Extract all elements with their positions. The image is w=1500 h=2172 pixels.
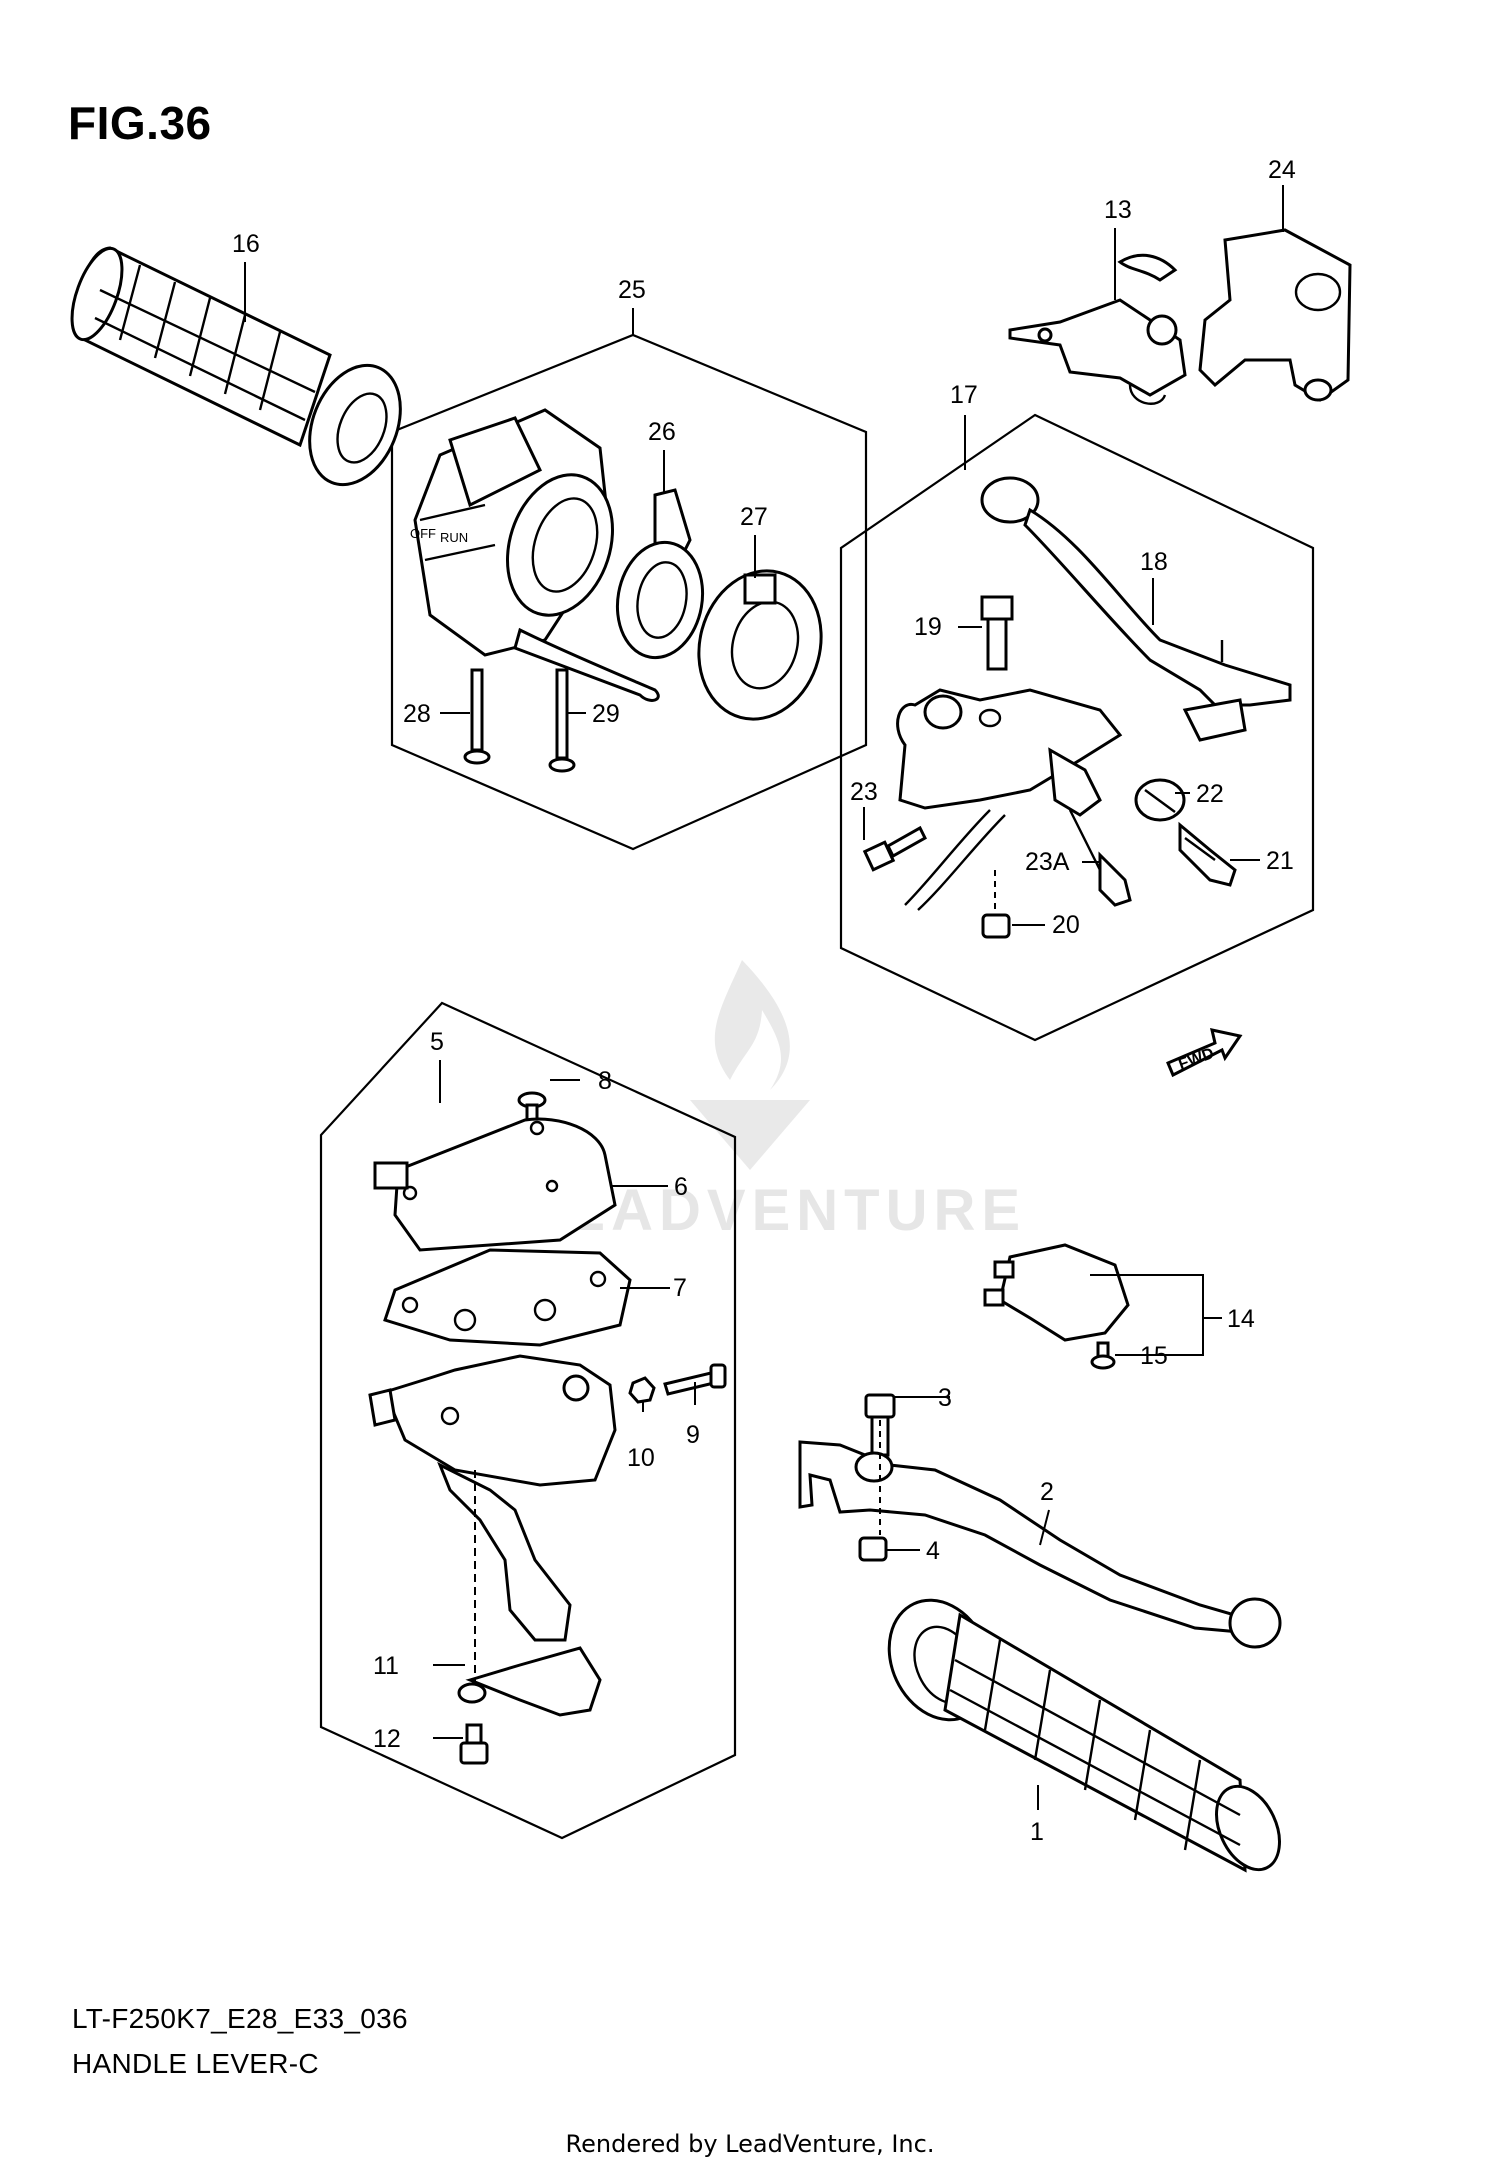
callout-5: 5 bbox=[430, 1028, 444, 1056]
callout-13: 13 bbox=[1104, 196, 1132, 224]
part-23a-cable[interactable] bbox=[904, 809, 1006, 911]
callout-labels: 16 25 26 27 28 29 13 24 17 18 19 22 21 2… bbox=[232, 156, 1296, 1846]
part-16-grip[interactable] bbox=[62, 242, 417, 498]
callout-7: 7 bbox=[673, 1274, 687, 1302]
callout-4: 4 bbox=[926, 1537, 940, 1565]
part-13-bracket[interactable] bbox=[1008, 253, 1187, 405]
part-11-bracket[interactable] bbox=[457, 1682, 487, 1704]
callout-15: 15 bbox=[1140, 1342, 1168, 1370]
rendered-by-credit: Rendered by LeadVenture, Inc. bbox=[565, 2130, 935, 2158]
part-14-switch[interactable] bbox=[983, 1243, 1130, 1342]
callout-23: 23 bbox=[850, 778, 878, 806]
part-10-nut[interactable] bbox=[628, 1376, 656, 1404]
part-29-screw[interactable] bbox=[548, 668, 576, 773]
callout-27: 27 bbox=[740, 503, 768, 531]
figure-title: FIG.36 bbox=[68, 97, 212, 149]
part-2-clutch-lever[interactable] bbox=[798, 1440, 1282, 1649]
callout-24: 24 bbox=[1268, 156, 1296, 184]
part-20-nut[interactable] bbox=[981, 913, 1011, 939]
group-box-5 bbox=[319, 1001, 737, 1840]
callout-9: 9 bbox=[686, 1421, 700, 1449]
callout-20: 20 bbox=[1052, 911, 1080, 939]
fwd-label: FWD bbox=[1176, 1045, 1216, 1073]
model-code: LT-F250K7_E28_E33_036 bbox=[72, 2003, 408, 2034]
callout-3: 3 bbox=[938, 1384, 952, 1412]
callout-10: 10 bbox=[627, 1444, 655, 1472]
part-9-bolt[interactable] bbox=[663, 1363, 727, 1396]
leader-lines bbox=[244, 185, 1284, 1810]
part-25-switch-assembly[interactable]: OFF RUN bbox=[410, 408, 660, 702]
fwd-arrow-icon: FWD bbox=[1166, 1028, 1243, 1078]
part-28-screw[interactable] bbox=[463, 668, 491, 765]
callout-17: 17 bbox=[950, 381, 978, 409]
callout-21: 21 bbox=[1266, 847, 1294, 875]
part-21-switch[interactable] bbox=[1178, 821, 1237, 887]
callout-11: 11 bbox=[373, 1652, 399, 1680]
group-box-17 bbox=[839, 413, 1315, 1042]
callout-29: 29 bbox=[592, 700, 620, 728]
callout-18: 18 bbox=[1140, 548, 1168, 576]
callout-19: 19 bbox=[914, 613, 942, 641]
callout-16: 16 bbox=[232, 230, 260, 258]
figure-name: HANDLE LEVER-C bbox=[72, 2048, 319, 2079]
callout-1: 1 bbox=[1030, 1818, 1044, 1846]
callout-14: 14 bbox=[1227, 1305, 1255, 1333]
callout-25: 25 bbox=[618, 276, 646, 304]
part-23-bolt[interactable] bbox=[862, 825, 927, 872]
part-master-cylinder-body[interactable] bbox=[368, 1354, 617, 1717]
part-6-reservoir-cap[interactable] bbox=[373, 1117, 617, 1252]
part-7-gasket[interactable] bbox=[383, 1248, 632, 1347]
part-26-throttle-lever[interactable] bbox=[609, 488, 712, 664]
callout-23a: 23A bbox=[1025, 848, 1070, 876]
part-12-bolt[interactable] bbox=[459, 1723, 489, 1765]
callout-22: 22 bbox=[1196, 780, 1224, 808]
part-lever-bracket[interactable] bbox=[896, 688, 1132, 907]
callout-12: 12 bbox=[373, 1725, 401, 1753]
callout-8: 8 bbox=[598, 1067, 612, 1095]
callout-26: 26 bbox=[648, 418, 676, 446]
callout-6: 6 bbox=[674, 1173, 688, 1201]
svg-text:OFF: OFF bbox=[410, 526, 436, 541]
part-1-grip[interactable] bbox=[870, 1584, 1292, 1880]
part-22-switch-cap[interactable] bbox=[1134, 778, 1186, 822]
part-4-nut[interactable] bbox=[858, 1536, 888, 1562]
part-24-cover[interactable] bbox=[1198, 228, 1352, 402]
part-18-brake-lever[interactable] bbox=[980, 476, 1292, 742]
part-27-throttle-housing[interactable] bbox=[683, 557, 838, 733]
svg-text:RUN: RUN bbox=[440, 530, 468, 545]
callout-28: 28 bbox=[403, 700, 431, 728]
callout-2: 2 bbox=[1040, 1478, 1054, 1506]
part-19-pivot-bolt[interactable] bbox=[980, 595, 1014, 671]
part-15-screw[interactable] bbox=[1090, 1341, 1116, 1370]
